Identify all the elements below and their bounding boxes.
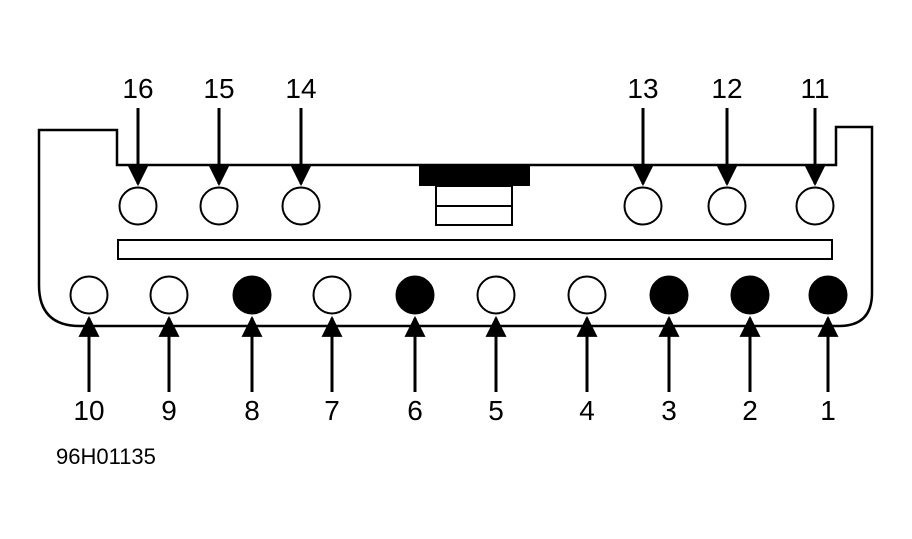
bottom-cavity-5: [476, 275, 516, 315]
pin-8-label: 8: [244, 395, 260, 426]
pin-16-label: 16: [122, 73, 153, 104]
bottom-cavity-8: [232, 275, 272, 315]
bottom-cavity-6: [395, 275, 435, 315]
top-cavity-16: [118, 186, 158, 226]
pin-3-label: 3: [661, 395, 677, 426]
key-slot-upper: [435, 185, 513, 207]
bottom-cavity-10: [69, 275, 109, 315]
pin-4-label: 4: [579, 395, 595, 426]
pin-9-label: 9: [161, 395, 177, 426]
bottom-cavity-3: [649, 275, 689, 315]
bottom-cavity-4: [567, 275, 607, 315]
bottom-cavity-1: [808, 275, 848, 315]
bottom-cavity-2: [730, 275, 770, 315]
pin-12-label: 12: [711, 73, 742, 104]
top-cavity-13: [623, 186, 663, 226]
figure-code: 96H01135: [56, 444, 156, 469]
bottom-cavity-row: 10 9 8 7 6 5 4 3 2 1: [69, 275, 848, 426]
pin-7-label: 7: [324, 395, 340, 426]
connector-body: [37, 125, 874, 328]
top-cavity-15: [199, 186, 239, 226]
bottom-cavity-9: [149, 275, 189, 315]
pin-6-label: 6: [407, 395, 423, 426]
pin-11-label: 11: [800, 73, 829, 104]
locking-tab: [419, 165, 530, 186]
key-slot-lower: [435, 205, 513, 226]
top-cavity-row: 16 15 14 13 12 11: [118, 73, 835, 226]
pin-1-label: 1: [820, 395, 836, 426]
pin-14-label: 14: [285, 73, 316, 104]
top-cavity-14: [281, 186, 321, 226]
row-separator-bar: [117, 239, 833, 260]
top-cavity-11: [795, 186, 835, 226]
pin-5-label: 5: [488, 395, 504, 426]
pin-2-label: 2: [742, 395, 758, 426]
top-cavity-12: [707, 186, 747, 226]
pin-15-label: 15: [203, 73, 234, 104]
pin-10-label: 10: [73, 395, 104, 426]
bottom-cavity-7: [312, 275, 352, 315]
pin-13-label: 13: [627, 73, 658, 104]
